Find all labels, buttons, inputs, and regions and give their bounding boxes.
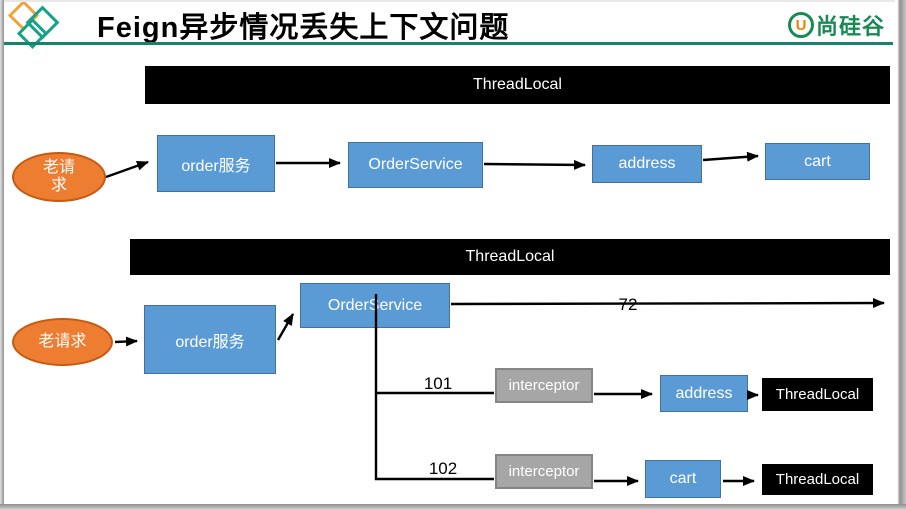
arrow-request-to-order-bottom (114, 336, 138, 347)
orderservice-box-top: OrderService (348, 142, 483, 188)
address-box-bottom: address (660, 375, 748, 412)
arrow-address-to-cart-top (702, 151, 759, 162)
header-divider (4, 42, 893, 45)
window-border-left (0, 0, 4, 510)
window-border-top (0, 0, 906, 2)
thread-id-101: 101 (424, 374, 452, 393)
threadlocal-bar-top: ThreadLocal (145, 66, 890, 104)
request-ellipse-bottom: 老请求 (12, 318, 113, 366)
brand-name: 尚硅谷 (816, 14, 886, 39)
thread-id-102: 102 (429, 459, 457, 478)
arrow-main-thread-72 (450, 298, 885, 309)
order-service-cn-box-top: order服务 (157, 135, 275, 192)
window-border-right (895, 0, 906, 510)
threadlocal-box-101: ThreadLocal (762, 378, 873, 411)
arrow-request-to-order-top (105, 160, 149, 179)
request-ellipse-top-line1: 老请 (42, 158, 75, 176)
interceptor-box-102: interceptor (495, 454, 593, 489)
arrow-orderservice-to-address-top (483, 159, 586, 170)
order-service-cn-box-bottom: order服务 (144, 305, 276, 374)
interceptor-box-101: interceptor (495, 368, 593, 403)
thread-id-72: 72 (619, 295, 638, 314)
window-border-bottom (0, 504, 906, 510)
slide-corner-diamonds-icon (7, 2, 60, 50)
cart-box-bottom: cart (645, 460, 721, 498)
request-ellipse-top: 老请 求 (12, 152, 106, 202)
request-ellipse-top-line2: 求 (50, 177, 67, 194)
threadlocal-box-102: ThreadLocal (762, 464, 873, 495)
arrow-order-to-orderservice-bottom (276, 313, 295, 341)
brand-u-icon: U (788, 12, 814, 38)
threadlocal-bar-bottom: ThreadLocal (130, 239, 890, 275)
address-box-top: address (592, 145, 702, 183)
cart-box-top: cart (765, 143, 870, 180)
brand-logo: U 尚硅谷 (788, 9, 885, 41)
orderservice-box-bottom: OrderService (300, 283, 450, 328)
page-title: Feign异步情况丢失上下文问题 (97, 12, 510, 44)
